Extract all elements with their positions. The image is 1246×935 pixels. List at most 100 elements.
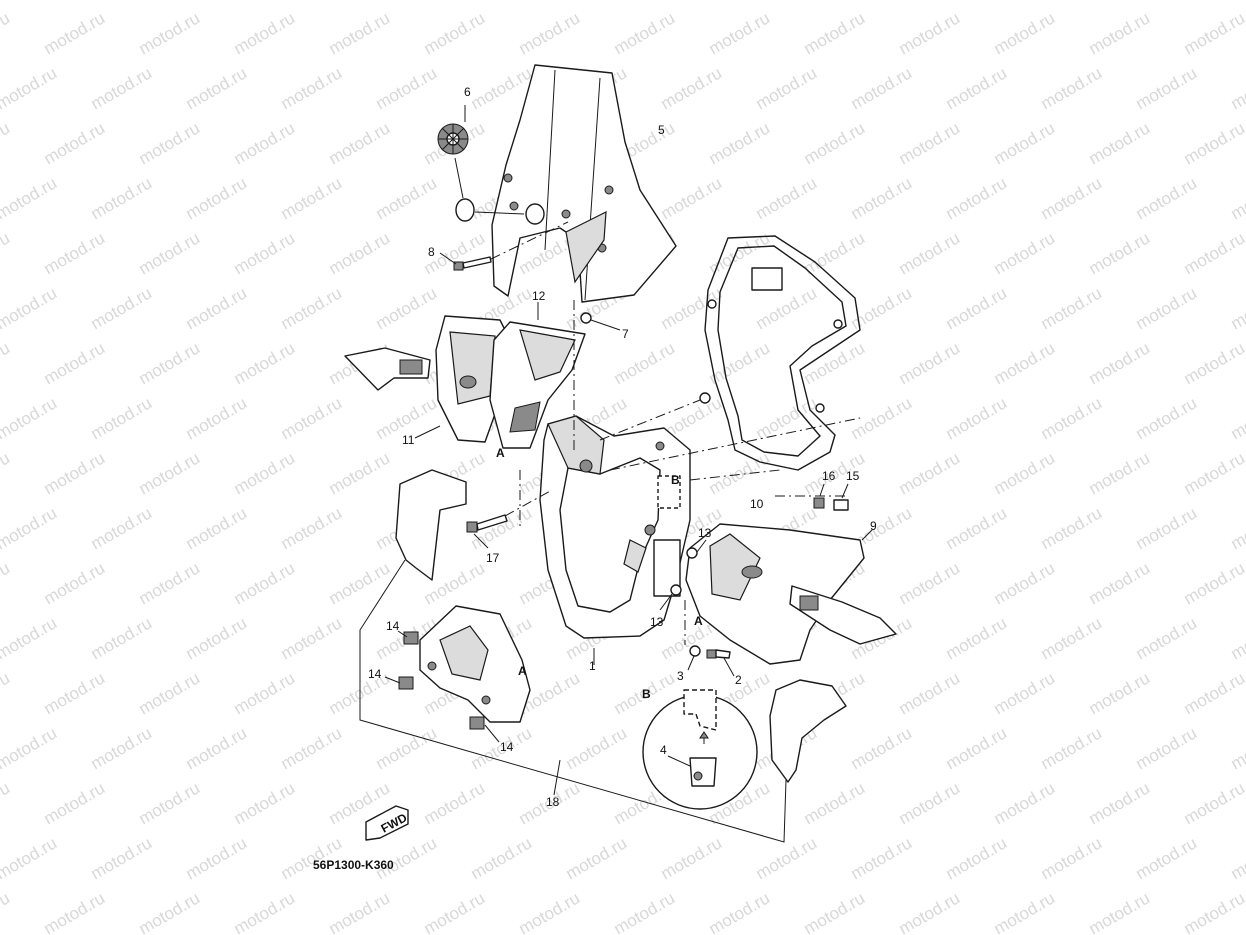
watermark-text: motod.ru xyxy=(801,8,869,58)
watermark-text: motod.ru xyxy=(896,228,964,278)
watermark-text: motod.ru xyxy=(1133,0,1201,3)
watermark-text: motod.ru xyxy=(88,723,156,773)
side-cover-right xyxy=(685,523,897,665)
watermark-text: motod.ru xyxy=(0,338,13,388)
watermark-text: motod.ru xyxy=(943,173,1011,223)
watermark-text: motod.ru xyxy=(1181,8,1246,58)
view-label-a-lower: A xyxy=(518,664,527,678)
watermark-text: motod.ru xyxy=(88,613,156,663)
watermark-text: motod.ru xyxy=(1038,503,1106,553)
emblem-part xyxy=(437,105,545,225)
watermark-text: motod.ru xyxy=(991,8,1059,58)
watermark-text: motod.ru xyxy=(136,558,204,608)
side-panel-right xyxy=(769,679,847,783)
watermark-text: motod.ru xyxy=(1228,613,1246,663)
watermark-text: motod.ru xyxy=(1133,63,1201,113)
watermark-text: motod.ru xyxy=(943,503,1011,553)
inner-bracket-lower xyxy=(384,605,531,743)
watermark-text: motod.ru xyxy=(896,558,964,608)
watermark-text: motod.ru xyxy=(0,668,13,718)
watermark-text: motod.ru xyxy=(753,283,821,333)
watermark-text: motod.ru xyxy=(421,8,489,58)
watermark-text: motod.ru xyxy=(516,888,584,935)
watermark-text: motod.ru xyxy=(848,723,916,773)
watermark-text: motod.ru xyxy=(991,668,1059,718)
watermark-text: motod.ru xyxy=(231,8,299,58)
watermark-text: motod.ru xyxy=(0,833,60,883)
watermark-text: motod.ru xyxy=(1228,723,1246,773)
watermark-text: motod.ru xyxy=(373,63,441,113)
watermark-text: motod.ru xyxy=(1228,173,1246,223)
callout-15: 15 xyxy=(846,469,860,483)
watermark-text: motod.ru xyxy=(1038,0,1106,3)
watermark-text: motod.ru xyxy=(1038,173,1106,223)
watermark-text: motod.ru xyxy=(373,173,441,223)
watermark-text: motod.ru xyxy=(658,173,726,223)
watermark-text: motod.ru xyxy=(136,668,204,718)
watermark-text: motod.ru xyxy=(848,833,916,883)
callout-2: 2 xyxy=(735,673,742,687)
watermark-text: motod.ru xyxy=(278,63,346,113)
watermark-text: motod.ru xyxy=(231,228,299,278)
watermark-text: motod.ru xyxy=(753,393,821,443)
watermark-text: motod.ru xyxy=(991,778,1059,828)
watermark-text: motod.ru xyxy=(801,118,869,168)
callout-18: 18 xyxy=(546,795,560,809)
watermark-text: motod.ru xyxy=(991,118,1059,168)
watermark-text: motod.ru xyxy=(1038,833,1106,883)
watermark-text: motod.ru xyxy=(896,888,964,935)
watermark-text: motod.ru xyxy=(0,8,13,58)
watermark-text: motod.ru xyxy=(231,118,299,168)
watermark-text: motod.ru xyxy=(136,228,204,278)
callout-1: 1 xyxy=(589,659,596,673)
watermark-text: motod.ru xyxy=(326,558,394,608)
watermark-text: motod.ru xyxy=(326,448,394,498)
watermark-text: motod.ru xyxy=(136,118,204,168)
watermark-text: motod.ru xyxy=(183,723,251,773)
callout-11: 11 xyxy=(402,433,415,447)
watermark-text: motod.ru xyxy=(468,833,536,883)
watermark-text: motod.ru xyxy=(706,888,774,935)
watermark-text: motod.ru xyxy=(183,283,251,333)
watermark-text: motod.ru xyxy=(278,723,346,773)
watermark-text: motod.ru xyxy=(1133,613,1201,663)
watermark-text: motod.ru xyxy=(183,503,251,553)
watermark-text: motod.ru xyxy=(468,0,536,3)
watermark-text: motod.ru xyxy=(41,448,109,498)
watermark-text: motod.ru xyxy=(183,833,251,883)
watermark-text: motod.ru xyxy=(0,283,60,333)
watermark-text: motod.ru xyxy=(278,283,346,333)
watermark-text: motod.ru xyxy=(183,613,251,663)
watermark-text: motod.ru xyxy=(563,833,631,883)
callout-8: 8 xyxy=(428,245,435,259)
watermark-text: motod.ru xyxy=(0,778,13,828)
view-label-b-top: B xyxy=(671,473,680,487)
inner-panel-right xyxy=(489,302,586,449)
forward-arrow-icon xyxy=(365,805,409,841)
watermark-text: motod.ru xyxy=(611,888,679,935)
watermark-text: motod.ru xyxy=(848,173,916,223)
watermark-text: motod.ru xyxy=(88,173,156,223)
watermark-text: motod.ru xyxy=(896,668,964,718)
watermark-text: motod.ru xyxy=(41,778,109,828)
watermark-text: motod.ru xyxy=(0,723,60,773)
callout-6: 6 xyxy=(464,85,471,99)
watermark-text: motod.ru xyxy=(183,0,251,3)
watermark-text: motod.ru xyxy=(231,668,299,718)
watermark-text: motod.ru xyxy=(183,393,251,443)
watermark-text: motod.ru xyxy=(0,63,60,113)
watermark-text: motod.ru xyxy=(848,393,916,443)
watermark-text: motod.ru xyxy=(1133,173,1201,223)
watermark-text: motod.ru xyxy=(706,118,774,168)
watermark-text: motod.ru xyxy=(1133,393,1201,443)
watermark-text: motod.ru xyxy=(41,558,109,608)
watermark-text: motod.ru xyxy=(88,393,156,443)
watermark-text: motod.ru xyxy=(41,338,109,388)
watermark-text: motod.ru xyxy=(1038,613,1106,663)
grommet-part xyxy=(580,312,621,331)
callout-13-top: 13 xyxy=(698,526,712,540)
watermark-text: motod.ru xyxy=(801,778,869,828)
watermark-text: motod.ru xyxy=(1086,888,1154,935)
watermark-text: motod.ru xyxy=(753,63,821,113)
